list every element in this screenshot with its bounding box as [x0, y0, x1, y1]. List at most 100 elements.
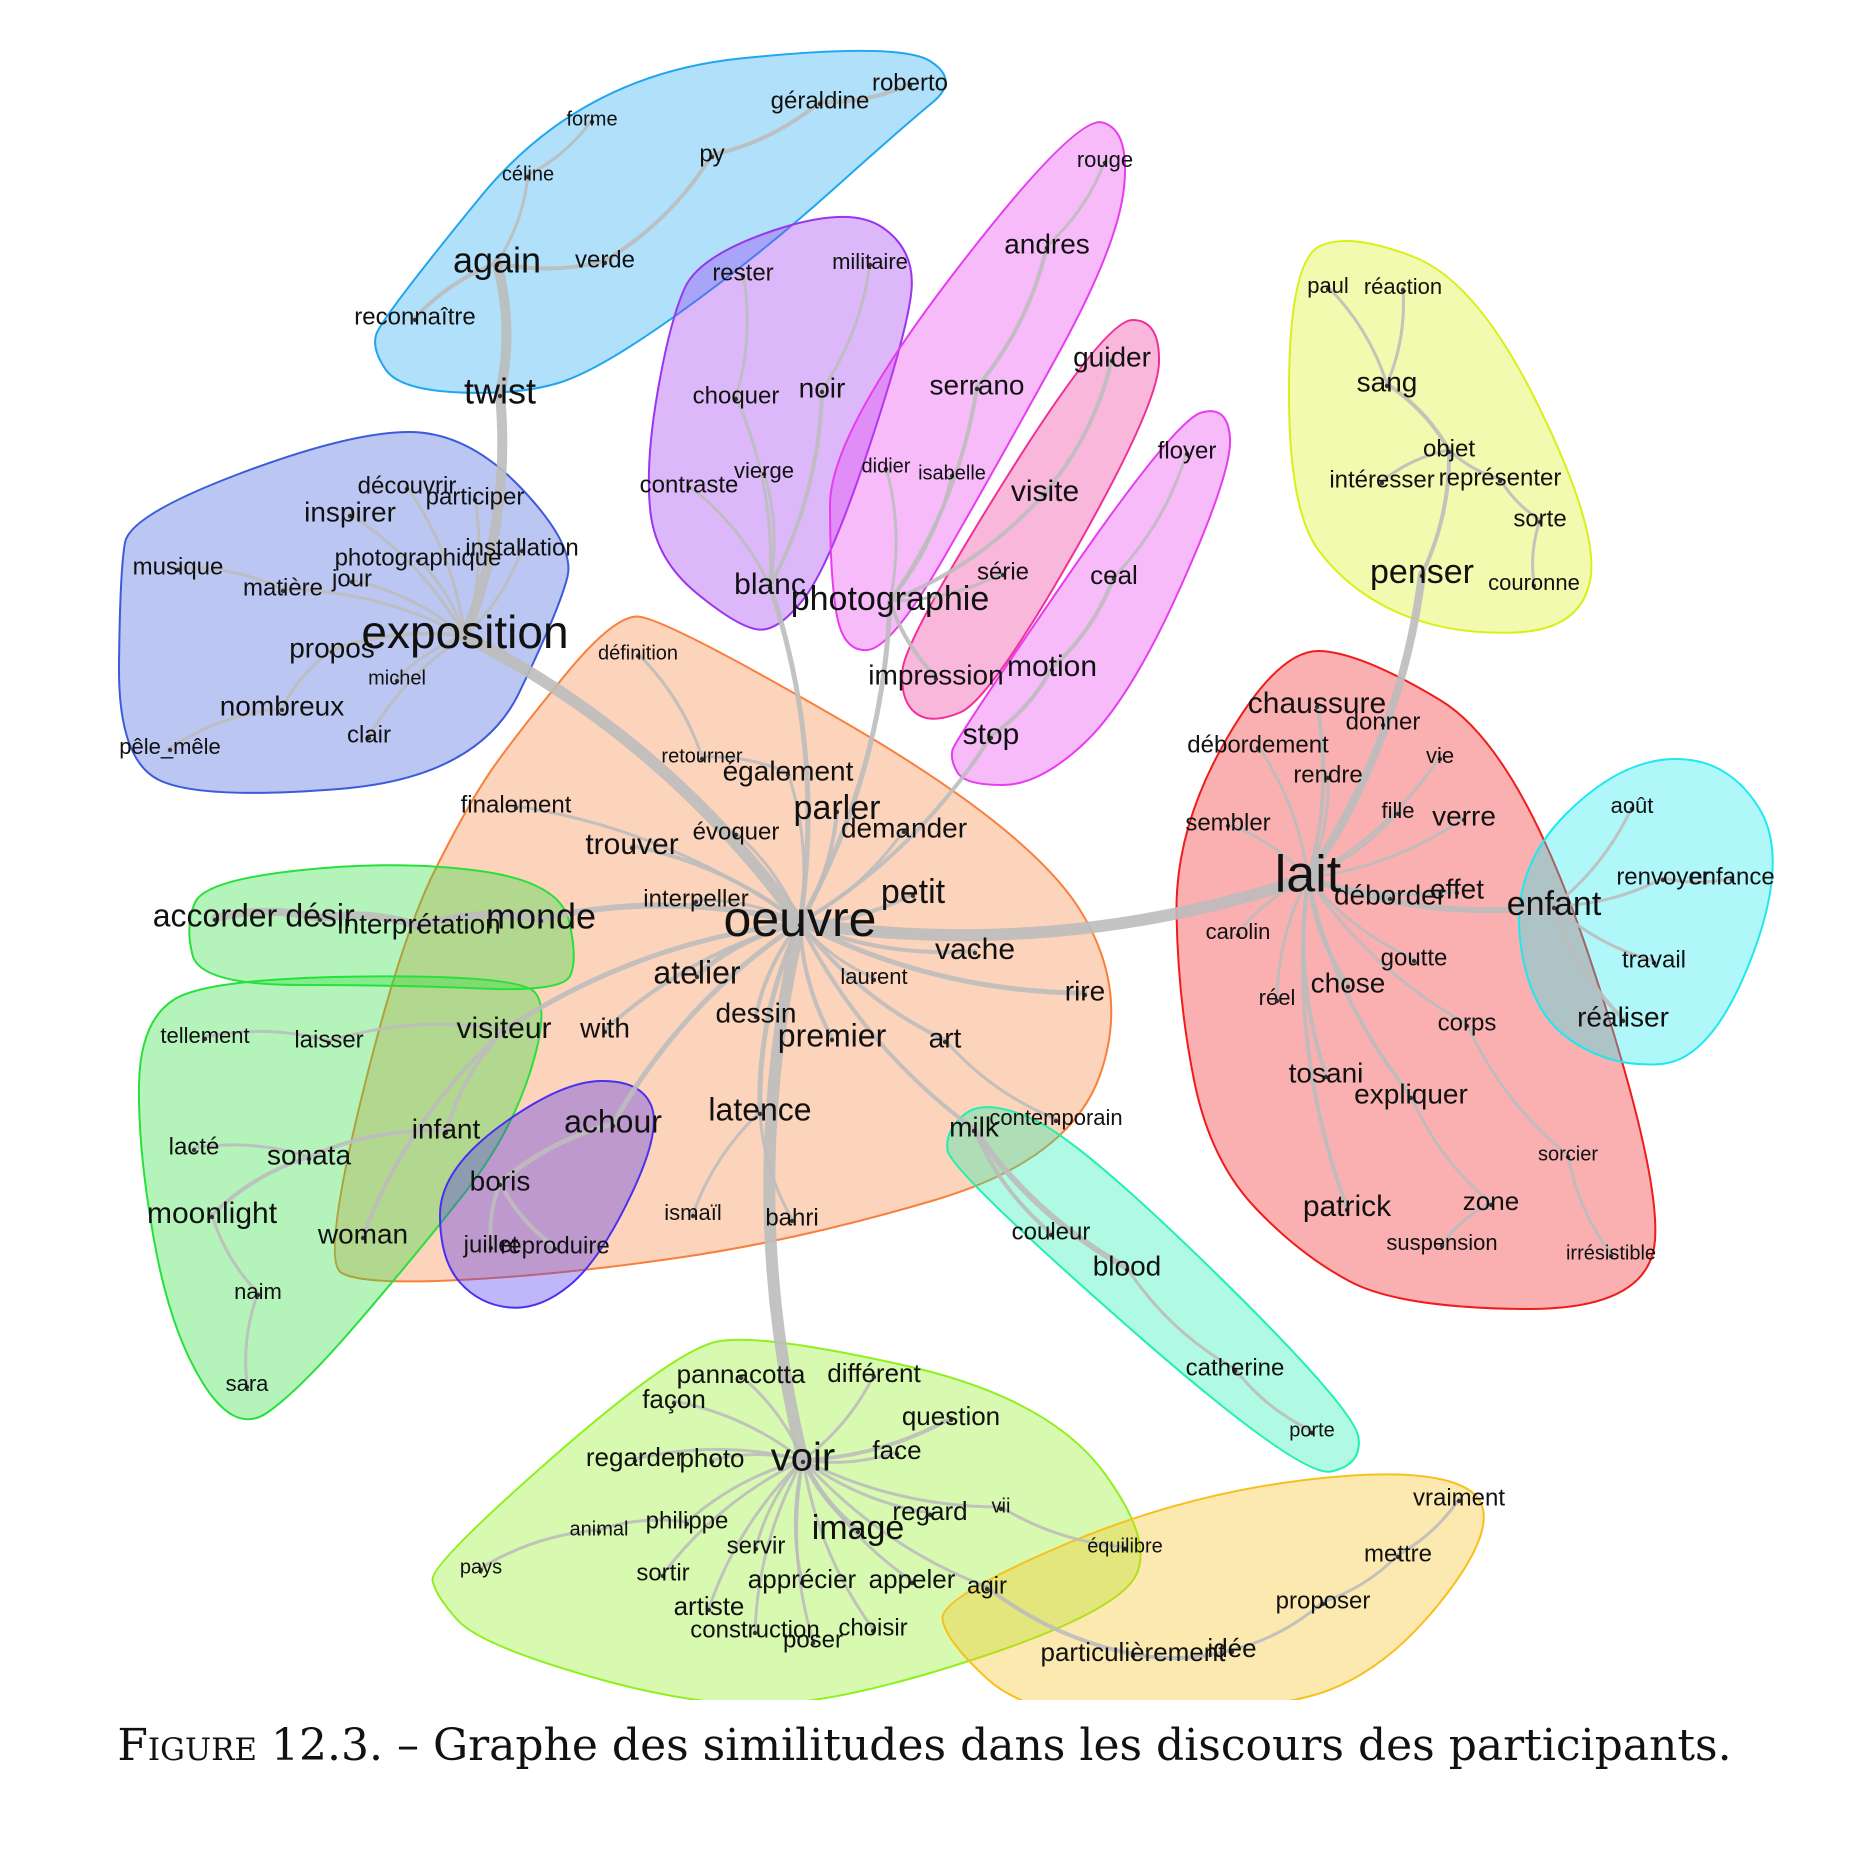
edge-exposition-participer — [463, 496, 481, 638]
node-dot-installation — [519, 548, 525, 554]
edge-oeuvre-exposition — [459, 630, 806, 929]
edge-oeuvre-demander — [798, 828, 906, 925]
edge-monde-interpretation — [415, 910, 545, 930]
node-label-exposition: exposition — [361, 606, 568, 658]
node-dot-enfant — [1551, 905, 1557, 911]
node-dot-reaction — [1400, 287, 1406, 293]
node-dot-irresistible — [1608, 1253, 1614, 1259]
node-label-moonlight: moonlight — [147, 1197, 278, 1230]
node-label-installation: installation — [465, 534, 578, 561]
node-label-interpretation: interprétation — [337, 908, 500, 939]
node-label-sembler: sembler — [1185, 809, 1270, 836]
node-dot-serie — [1000, 572, 1006, 578]
node-label-ismail: ismaïl — [664, 1200, 721, 1225]
edge-oeuvre-monde — [538, 902, 803, 926]
edge-voir-construction — [753, 1458, 805, 1633]
node-dot-interesser — [1379, 480, 1385, 486]
node-label-contraste: contraste — [640, 471, 739, 498]
node-label-militaire: militaire — [832, 249, 908, 274]
node-label-roberto: roberto — [872, 69, 948, 96]
node-dot-construction — [752, 1630, 758, 1636]
node-dot-couronne — [1531, 583, 1537, 589]
node-label-py: py — [699, 140, 724, 167]
node-label-apprecier: apprécier — [748, 1564, 857, 1594]
edge-visite-guider — [1043, 357, 1114, 495]
edge-photographie-visite — [888, 491, 1047, 603]
node-label-sortir: sortir — [636, 1559, 689, 1586]
node-dot-contraste — [686, 485, 692, 491]
node-label-visite: visite — [1011, 475, 1079, 508]
node-label-deborder: déborder — [1334, 879, 1446, 910]
node-dot-latence — [757, 1111, 763, 1117]
node-dot-finalement — [513, 805, 519, 811]
node-label-effet: effet — [1430, 873, 1484, 904]
node-label-appeler: appeler — [869, 1564, 956, 1594]
node-label-different: différent — [827, 1358, 921, 1388]
node-dot-pele_mele — [167, 747, 173, 753]
edge-twist-again — [492, 258, 512, 399]
node-label-dessin: dessin — [716, 997, 797, 1028]
edge-oeuvre-visiteur — [501, 920, 803, 1033]
edge-lait-chaussure — [1306, 703, 1326, 880]
edge-serrano-andres — [975, 244, 1049, 389]
node-dot-didier — [883, 466, 889, 472]
node-dot-militaire — [867, 262, 873, 268]
node-label-corps: corps — [1438, 1009, 1497, 1036]
node-label-construction: construction — [690, 1616, 819, 1643]
edge-exposition-propos — [330, 631, 467, 652]
node-dot-inspirer — [347, 513, 353, 519]
node-label-blood: blood — [1093, 1250, 1162, 1281]
node-dot-objet — [1446, 449, 1452, 455]
node-dot-goutte — [1411, 958, 1417, 964]
node-dot-photo — [709, 1459, 715, 1465]
node-dot-philippe — [684, 1521, 690, 1527]
edge-enfant-aout — [1552, 805, 1634, 908]
node-dot-impression — [933, 676, 939, 682]
node-dot-idee — [1229, 1649, 1235, 1655]
node-dot-guider — [1109, 358, 1115, 364]
edge-visiteur-woman — [361, 1028, 506, 1238]
node-label-retourner: retourner — [661, 745, 742, 767]
edge-verde-py — [603, 153, 714, 263]
node-label-reproduire: reproduire — [500, 1232, 609, 1259]
node-label-participer: participer — [426, 483, 525, 510]
edge-particulierement-idee — [1131, 1648, 1234, 1661]
node-label-nombreux: nombreux — [220, 690, 345, 721]
node-label-photo: photo — [679, 1443, 744, 1473]
node-label-animal: animal — [570, 1518, 629, 1540]
node-dot-isabelle — [949, 473, 955, 479]
node-dot-desir — [317, 917, 323, 923]
node-dot-face — [894, 1451, 900, 1457]
node-dot-apprecier — [799, 1580, 805, 1586]
node-dot-again — [494, 262, 500, 268]
node-dot-paul — [1325, 286, 1331, 292]
node-dot-vii — [998, 1506, 1004, 1512]
edge-motion-ceal — [1050, 575, 1116, 670]
node-label-philippe: philippe — [646, 1507, 729, 1534]
edge-infant-sonata — [307, 1128, 448, 1159]
node-label-evoquer: évoquer — [693, 818, 780, 845]
community-region-green — [137, 975, 543, 1421]
node-label-face: face — [872, 1435, 921, 1465]
edge-oeuvre-lait — [794, 872, 1314, 942]
edge-matiere-musique — [176, 566, 285, 591]
edge-catherine-porte — [1233, 1367, 1314, 1433]
node-label-verre: verre — [1432, 800, 1496, 831]
node-label-egalement: également — [723, 755, 854, 786]
node-label-propos: propos — [289, 632, 375, 663]
node-dot-vache — [972, 950, 978, 956]
node-dot-question — [948, 1417, 954, 1423]
edge-lait-penser — [1304, 570, 1426, 882]
edge-voir-agir — [801, 1458, 989, 1589]
edge-zone-suspension — [1440, 1201, 1493, 1246]
edge-voir-philippe — [685, 1458, 805, 1524]
node-label-catherine: catherine — [1186, 1354, 1285, 1381]
figure-caption-text: – Graphe des similitudes dans les discou… — [396, 1720, 1732, 1771]
edge-boris-juillet — [488, 1181, 502, 1248]
node-dot-demander — [901, 829, 907, 835]
edge-choquer-rester — [734, 272, 749, 399]
node-label-premier: premier — [778, 1017, 887, 1053]
node-dot-pays — [478, 1567, 484, 1573]
node-dot-regard — [927, 1512, 933, 1518]
node-dot-accorder — [212, 917, 218, 923]
